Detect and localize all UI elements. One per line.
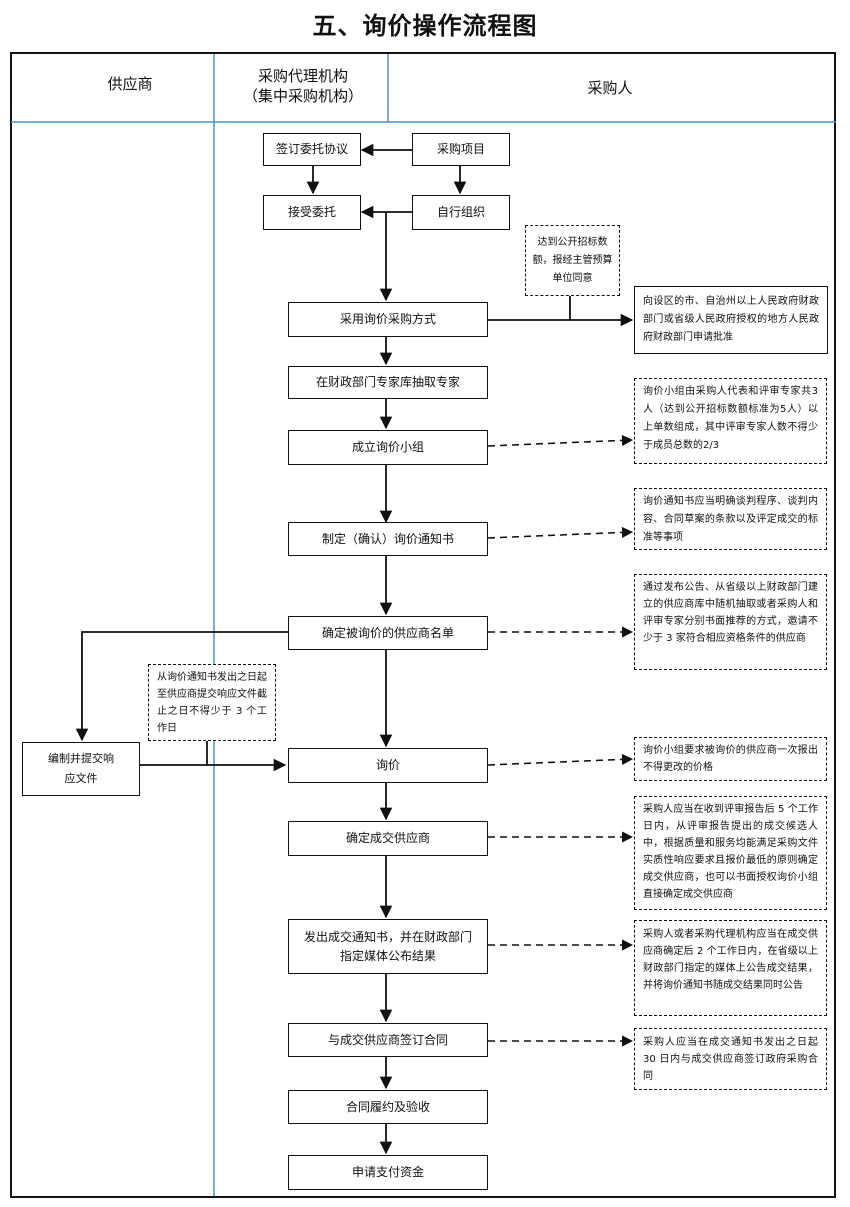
step-inquiry: 询价 bbox=[288, 748, 488, 783]
arrow-list-to-supplier bbox=[75, 631, 288, 742]
step-apply-funds: 申请支付资金 bbox=[288, 1155, 488, 1190]
step-adopt-inquiry-method: 采用询价采购方式 bbox=[288, 302, 488, 337]
step-accept-entrust: 接受委托 bbox=[263, 195, 361, 230]
step-sign-agreement: 签订委托协议 bbox=[263, 133, 361, 166]
step-determine-supplier-list: 确定被询价的供应商名单 bbox=[288, 616, 488, 650]
note-contract-deadline: 采购人应当在成交通知书发出之日起 30 日内与成交供应商签订政府采购合同 bbox=[634, 1028, 827, 1090]
lane-header-purchaser: 采购人 bbox=[587, 79, 633, 97]
page-title: 五、询价操作流程图 bbox=[312, 12, 538, 40]
note-confirm-supplier: 采购人应当在收到评审报告后 5 个工作日内，从评审报告提出的成交候选人中，根据质… bbox=[634, 796, 827, 910]
note-one-time-quote: 询价小组要求被询价的供应商一次报出不得更改的价格 bbox=[634, 737, 827, 781]
dashed-group-to-note bbox=[487, 434, 634, 447]
note-supplier-selection: 通过发布公告、从省级以上财政部门建立的供应商库中随机抽取或者采购人和评审专家分别… bbox=[634, 574, 827, 670]
step-self-organize: 自行组织 bbox=[412, 195, 510, 230]
step-form-inquiry-group: 成立询价小组 bbox=[288, 430, 488, 465]
step-sign-contract: 与成交供应商签订合同 bbox=[288, 1023, 488, 1057]
step-make-inquiry-notice: 制定（确认）询价通知书 bbox=[288, 522, 488, 556]
lane-header-agency: 采购代理机构 （集中采购机构） bbox=[222, 66, 384, 106]
note-response-period: 从询价通知书发出之日起至供应商提交响应文件截止之日不得少于 3 个工作日 bbox=[148, 664, 276, 741]
note-threshold: 达到公开招标数额，报经主管预算单位同意 bbox=[525, 225, 620, 296]
note-approval: 向设区的市、自治州以上人民政府财政部门或省级人民政府授权的地方人民政府财政部门申… bbox=[634, 286, 828, 354]
step-purchase-project: 采购项目 bbox=[412, 133, 510, 166]
note-group-composition: 询价小组由采购人代表和评审专家共3人（达到公开招标数额标准为5人）以上单数组成，… bbox=[634, 378, 827, 464]
dashed-inquiry-to-note bbox=[487, 753, 634, 766]
step-compile-response: 编制并提交响应文件 bbox=[22, 742, 140, 796]
step-issue-notice-publish: 发出成交通知书，并在财政部门指定媒体公布结果 bbox=[288, 919, 488, 974]
lane-header-agency-line2: （集中采购机构） bbox=[242, 87, 363, 105]
note-announce-result: 采购人或者采购代理机构应当在成交供应商确定后 2 个工作日内，在省级以上财政部门… bbox=[634, 920, 827, 1016]
dashed-notice-to-note bbox=[487, 526, 634, 539]
step-perform-accept: 合同履约及验收 bbox=[288, 1090, 488, 1124]
lane-header-supplier: 供应商 bbox=[107, 75, 153, 93]
lane-header-agency-line1: 采购代理机构 bbox=[257, 67, 348, 85]
note-notice-content: 询价通知书应当明确谈判程序、谈判内容、合同草案的条款以及评定成交的标准等事项 bbox=[634, 488, 827, 550]
flowchart-frame bbox=[10, 52, 836, 1198]
step-determine-winning-supplier: 确定成交供应商 bbox=[288, 821, 488, 856]
step-draw-experts: 在财政部门专家库抽取专家 bbox=[288, 366, 488, 399]
